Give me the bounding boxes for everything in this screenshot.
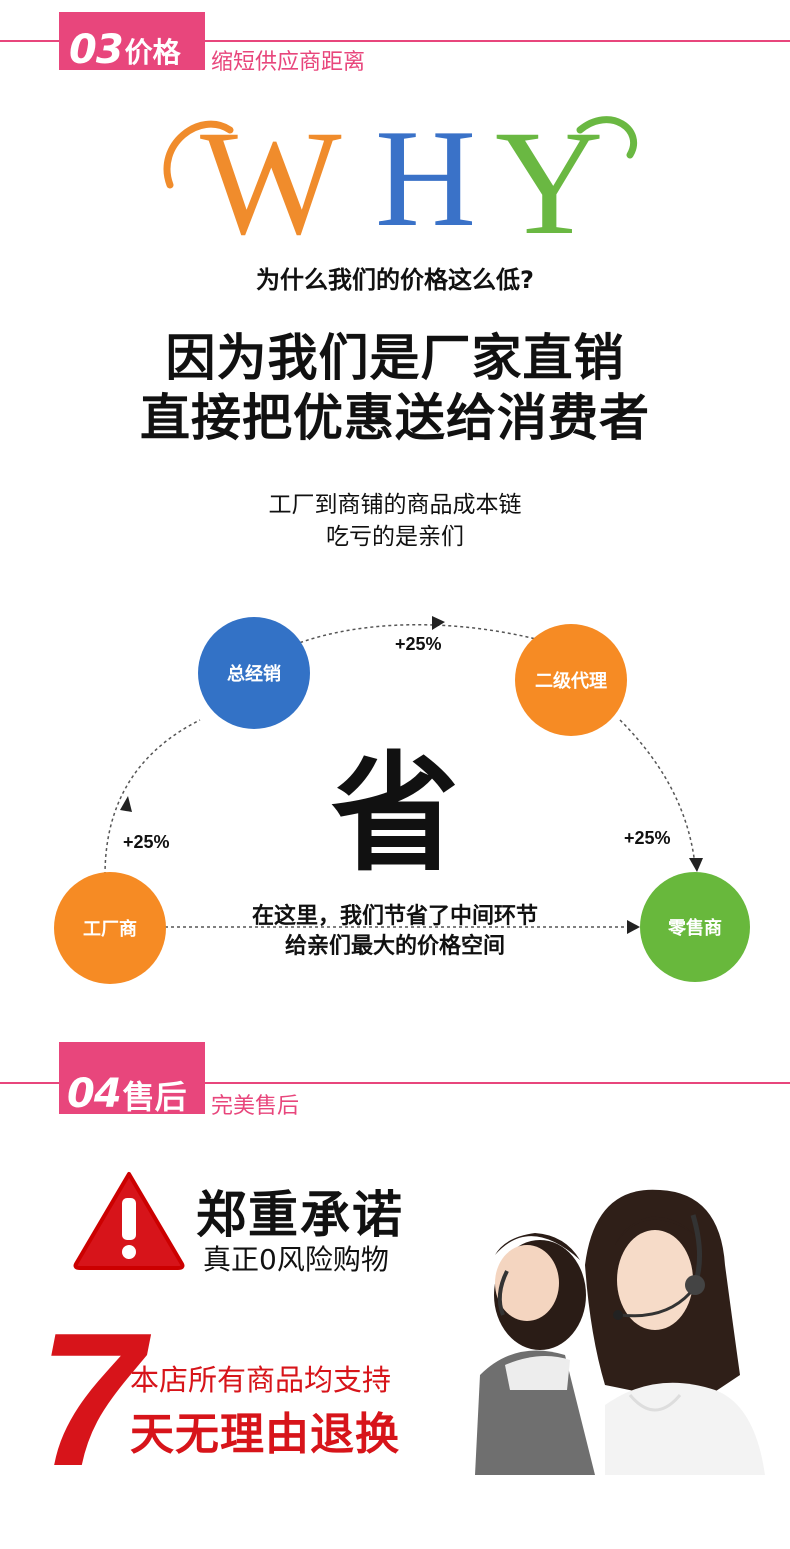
warning-icon (73, 1172, 185, 1270)
arrow-head-bottom (627, 920, 640, 934)
section3-number: 03 (69, 27, 124, 73)
section4-number: 04 (67, 1071, 122, 1117)
section4-label: 售后 (122, 1078, 187, 1116)
markup-top: +25% (395, 634, 442, 654)
chain-line1: 工厂到商铺的商品成本链 (268, 492, 522, 518)
node-factory: 工厂商 (54, 872, 166, 984)
why-letter-h: H (375, 105, 476, 245)
agent-front (585, 1189, 765, 1475)
why-swirl-left (163, 120, 234, 189)
promise-subtitle: 真正0风险购物 (203, 1243, 389, 1276)
arrow-head-right (689, 858, 703, 872)
headline-line1: 因为我们是厂家直销 (165, 329, 625, 387)
center-save-char: 省 (330, 740, 459, 889)
section4-tag: 04 售后 (59, 1042, 205, 1114)
return-days-number: 7 (38, 1294, 144, 1506)
section4-subtitle: 完美售后 (211, 1094, 300, 1119)
promise-title: 郑重承诺 (196, 1186, 404, 1244)
arc-agent-to-retailer (619, 719, 696, 866)
return-line2: 天无理由退换 (130, 1409, 400, 1460)
section3-tag: 03 价格 (59, 12, 205, 70)
why-letter-y: Y (495, 105, 603, 245)
customer-service-photo (475, 1189, 765, 1475)
why-logo: W H Y (163, 105, 638, 245)
note-line1: 在这里，我们节省了中间环节 (251, 904, 538, 929)
markup-right: +25% (624, 828, 671, 848)
section4-divider (0, 1082, 790, 1084)
markup-left: +25% (123, 832, 170, 852)
node-retailer: 零售商 (640, 872, 750, 982)
return-line1: 本店所有商品均支持 (130, 1363, 392, 1397)
section3-label: 价格 (124, 36, 181, 69)
why-letter-w: W (200, 105, 342, 245)
why-swirl-right (576, 116, 638, 159)
question-text: 为什么我们的价格这么低? (256, 266, 534, 294)
note-line2: 给亲们最大的价格空间 (284, 934, 505, 959)
section3-subtitle: 缩短供应商距离 (211, 50, 366, 75)
node-agent: 二级代理 (515, 624, 627, 736)
arc-factory-to-distributor (104, 719, 201, 876)
node-distributor: 总经销 (198, 617, 310, 729)
arrow-head-top (432, 616, 445, 630)
section3-divider (0, 40, 790, 42)
arrow-head-left (120, 796, 132, 812)
headline-line2: 直接把优惠送给消费者 (140, 389, 650, 447)
agent-back (475, 1233, 595, 1475)
chain-line2: 吃亏的是亲们 (326, 524, 464, 550)
